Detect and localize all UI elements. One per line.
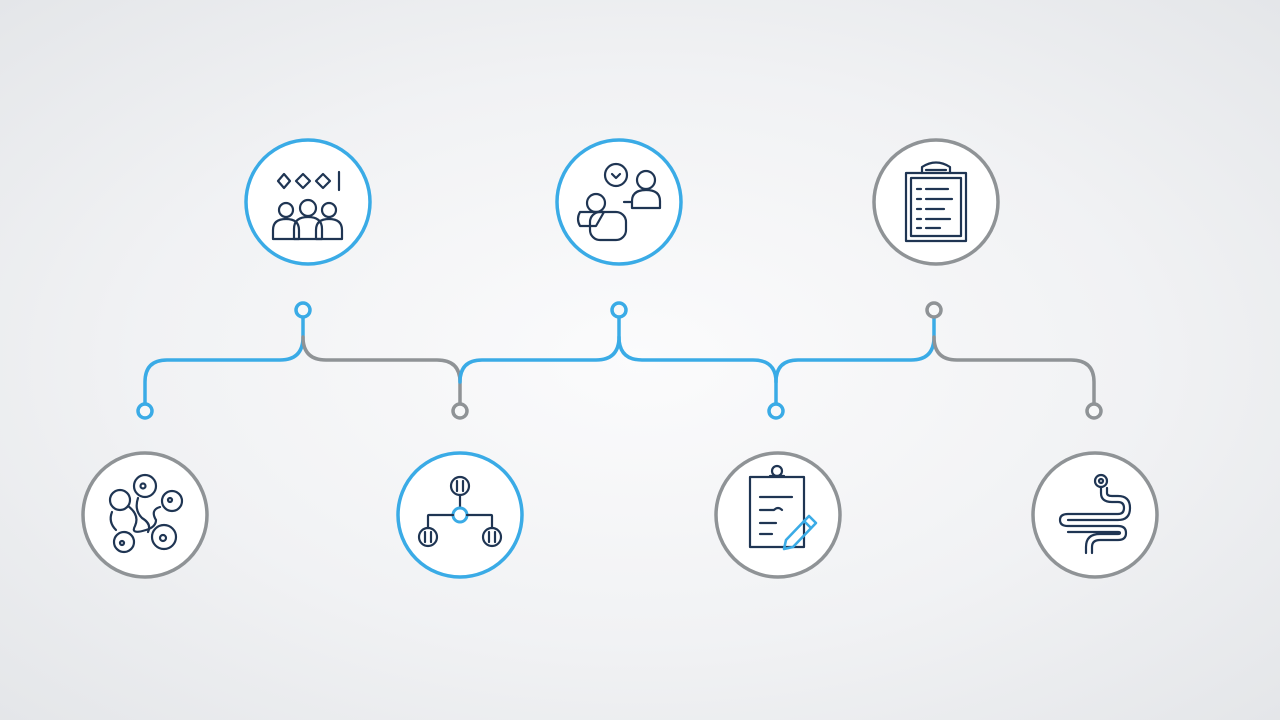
connector-consult-to-document xyxy=(617,335,778,405)
node-team-group[interactable] xyxy=(244,138,372,266)
dot-top-clipboard xyxy=(925,301,943,319)
node-clipboard-checklist[interactable] xyxy=(872,138,1000,266)
dot-top-team xyxy=(294,301,312,319)
dot-bottom-document xyxy=(767,402,785,420)
dot-bottom-intestine xyxy=(1085,402,1103,420)
cell-cluster-icon xyxy=(108,473,184,554)
team-group-icon xyxy=(271,170,344,241)
connector-clipboard-to-intestine xyxy=(932,335,1096,405)
node-consultation[interactable] xyxy=(555,138,683,266)
connector-dots xyxy=(136,301,1103,420)
node-intestine[interactable] xyxy=(1031,451,1159,579)
dot-top-consultation xyxy=(610,301,628,319)
node-cell-cluster[interactable] xyxy=(81,451,209,579)
consultation-icon xyxy=(576,162,662,242)
connector-clipboard-to-document xyxy=(774,316,936,384)
connector-lines xyxy=(143,316,1096,405)
document-edit-icon xyxy=(748,464,818,551)
dot-bottom-cells xyxy=(136,402,154,420)
node-hierarchy[interactable] xyxy=(396,451,524,579)
dot-bottom-hierarchy xyxy=(451,402,469,420)
connector-consult-to-hierarchy xyxy=(458,316,621,384)
intestine-icon xyxy=(1058,473,1132,555)
hierarchy-icon xyxy=(417,475,503,548)
connector-team-to-hierarchy xyxy=(301,335,462,405)
clipboard-checklist-icon xyxy=(904,161,968,243)
connector-team-to-cells xyxy=(143,316,305,405)
node-document-edit[interactable] xyxy=(714,451,842,579)
